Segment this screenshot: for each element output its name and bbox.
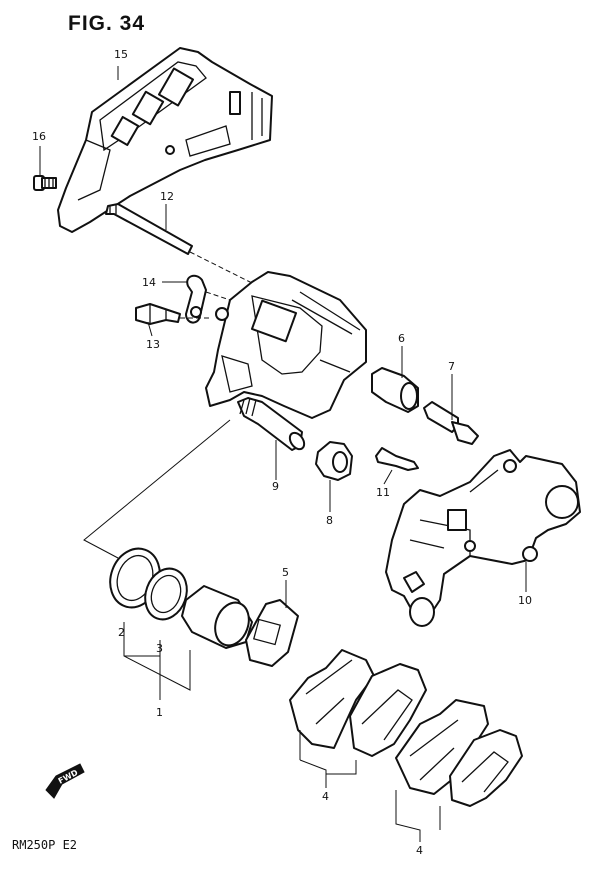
part-7-bolt [423, 401, 479, 445]
callout-10: 10 [518, 594, 532, 607]
callout-16: 16 [32, 130, 46, 143]
part-3-dust-seal [144, 567, 188, 621]
callout-14: 14 [142, 276, 156, 289]
callout-6: 6 [398, 332, 405, 345]
part-4-pads-upper [289, 649, 427, 757]
fwd-arrow-icon: FWD [45, 763, 85, 799]
part-16-bolt [33, 175, 57, 191]
callout-2: 2 [118, 626, 125, 639]
part-8-boot [315, 441, 353, 481]
model-code: RM250P E2 [12, 838, 78, 852]
caliper-body [205, 271, 367, 419]
part-6-sleeve [371, 367, 419, 413]
callout-12: 12 [160, 190, 174, 203]
part-15-caliper-guard [57, 47, 273, 233]
callout-11: 11 [376, 486, 390, 499]
part-12-pin [105, 203, 193, 255]
callout-8: 8 [326, 514, 333, 527]
part-14-clip [185, 274, 207, 324]
callout-3: 3 [156, 642, 163, 655]
part-5-shim [245, 599, 299, 667]
callout-4-upper: 4 [322, 790, 329, 803]
callout-labels: 15 16 12 14 13 6 7 9 8 11 10 5 2 3 1 4 4 [32, 48, 532, 857]
callout-1: 1 [156, 706, 163, 719]
callout-9: 9 [272, 480, 279, 493]
part-9-pin [237, 397, 306, 451]
callout-7: 7 [448, 360, 455, 373]
callout-13: 13 [146, 338, 160, 351]
part-10-bracket [385, 449, 581, 627]
callout-4-lower: 4 [416, 844, 423, 857]
piston [181, 585, 253, 649]
callout-15: 15 [114, 48, 128, 61]
part-4-pads-lower [395, 699, 523, 807]
part-13-bleeder [135, 303, 181, 325]
figure-title: FIG. 34 [68, 12, 146, 35]
callout-5: 5 [282, 566, 289, 579]
leader-lines [39, 66, 527, 842]
part-11-spring [375, 447, 419, 471]
